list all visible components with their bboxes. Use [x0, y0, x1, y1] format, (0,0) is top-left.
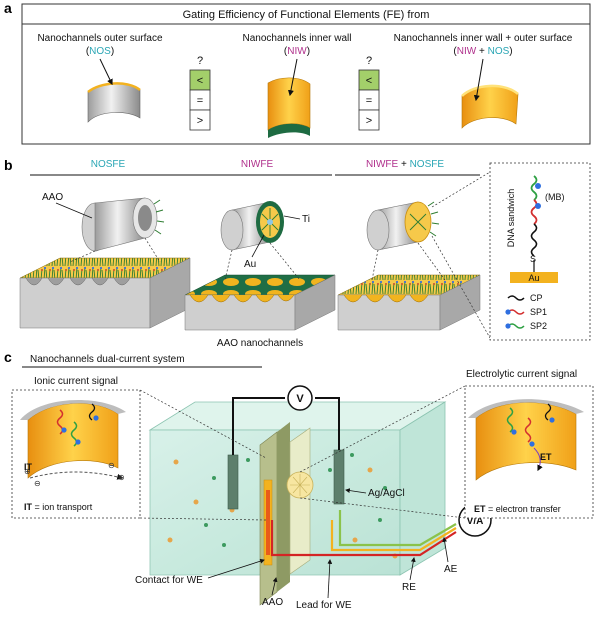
compare-box-2: ? < = >	[358, 55, 380, 131]
nosfe-tube	[81, 197, 165, 252]
electrochem-leads	[270, 510, 457, 557]
mb-label: (MB)	[545, 192, 565, 202]
panel-a-letter: a	[4, 0, 12, 16]
niwfe-tube	[220, 201, 284, 251]
ionic-connector-bottom	[139, 517, 267, 521]
et-short-label: ET	[540, 452, 552, 462]
nos-abbr: (NOS)	[86, 46, 114, 57]
niw-nos-abbr: (NIW + NOS)	[453, 46, 512, 57]
svg-text:⊕: ⊕	[118, 473, 125, 482]
niwfe-nosfe-tube	[366, 201, 440, 251]
v-circuit-wire	[232, 397, 340, 455]
au-arrow	[251, 234, 265, 258]
electrode-right	[333, 449, 345, 505]
electrode-membrane	[286, 427, 314, 575]
ionic-title: Ionic current signal	[34, 376, 118, 387]
inset-b-connector-bottom	[431, 235, 491, 339]
niw-nos-arrow	[473, 58, 484, 102]
panel-c-letter: c	[4, 349, 12, 365]
compare-1-lt: <	[197, 75, 203, 87]
va-meter-label: V/A	[467, 516, 484, 527]
niw-arrow	[287, 58, 298, 97]
niwfe-title: NIWFE	[241, 159, 274, 170]
dna-legend: CP SP1 SP2	[505, 293, 547, 331]
ae-label: AE	[444, 564, 458, 575]
re-label: RE	[402, 582, 416, 593]
legend-sp2: SP2	[530, 321, 547, 331]
panel-a-title-bar	[21, 3, 591, 25]
lead-we-arrow	[327, 559, 333, 599]
electrolytic-channel	[468, 399, 584, 481]
aao-membrane	[259, 422, 290, 606]
inset-b-connector-top	[431, 171, 491, 208]
voltmeter-label: V	[296, 393, 304, 405]
voltmeter	[287, 385, 313, 411]
aao-c-arrow	[271, 577, 278, 596]
ti-arrow	[283, 215, 301, 220]
electro-connector-top	[299, 385, 466, 473]
compare-1-gt: >	[197, 115, 203, 127]
niw-nos-tube	[461, 84, 519, 129]
ti-label: Ti	[302, 214, 310, 225]
niwfe-nosfe-title: NIWFE + NOSFE	[366, 159, 444, 170]
compare-box-1: ? < = >	[189, 55, 211, 131]
legend-sp1-swatch	[507, 309, 525, 315]
compare-1-question: ?	[197, 55, 203, 67]
dna-strands	[530, 175, 541, 272]
contact-we-arrow	[207, 558, 265, 579]
re-arrow	[409, 557, 416, 581]
niw-tube	[267, 77, 311, 138]
aao-label: AAO	[42, 192, 63, 203]
au-bar	[510, 272, 558, 283]
et-definition: ET = electron transfer	[474, 504, 561, 514]
electrode-left	[227, 454, 239, 510]
legend-cp-swatch	[507, 295, 525, 301]
aao-nanochannels-label: AAO nanochannels	[217, 338, 303, 349]
panel-c-title: Nanochannels dual-current system	[30, 354, 185, 365]
it-short-label: IT	[24, 462, 33, 472]
electrolytic-title: Electrolytic current signal	[466, 369, 577, 380]
it-definition: IT = ion transport	[24, 502, 93, 512]
legend-cp: CP	[530, 293, 543, 303]
legend-sp2-swatch	[507, 323, 525, 329]
panel-a-title: Gating Efficiency of Functional Elements…	[183, 9, 430, 21]
nosfe-title: NOSFE	[91, 159, 126, 170]
compare-2-gt: >	[366, 115, 372, 127]
aao-c-label: AAO	[262, 597, 283, 608]
svg-text:⊕: ⊕	[24, 467, 31, 476]
niw-nos-label: Nanochannels inner wall + outer surface	[394, 33, 573, 44]
nos-arrow	[99, 58, 113, 86]
aao-arrow	[55, 202, 93, 219]
niw-abbr: (NIW)	[284, 46, 310, 57]
svg-text:⊖: ⊖	[34, 479, 41, 488]
svg-text:⊖: ⊖	[108, 461, 115, 470]
panel-b-letter: b	[4, 157, 13, 173]
compare-2-lt: <	[366, 75, 372, 87]
nos-label: Nanochannels outer surface	[37, 33, 163, 44]
agagcl-arrow	[345, 488, 367, 494]
niw-label: Nanochannels inner wall	[243, 33, 352, 44]
compare-2-eq: =	[366, 95, 372, 107]
au-label: Au	[244, 259, 256, 270]
compare-1-eq: =	[197, 95, 203, 107]
niwfe-array	[184, 242, 336, 331]
lead-we-label: Lead for WE	[296, 600, 352, 611]
s-label: S	[530, 254, 536, 264]
au-bar-label: Au	[528, 273, 539, 283]
nos-tube	[87, 82, 141, 123]
legend-sp1: SP1	[530, 307, 547, 317]
compare-2-question: ?	[366, 55, 372, 67]
nosfe-array	[19, 237, 191, 329]
ae-arrow	[442, 537, 449, 563]
ionic-channel: ⊕ ⊖ ⊖ ⊕	[20, 400, 126, 488]
niwfe-nosfe-array	[337, 242, 481, 331]
contact-we-label: Contact for WE	[135, 575, 203, 586]
dna-sandwich-label: DNA sandwich	[506, 189, 516, 248]
agagcl-label: Ag/AgCl	[368, 488, 405, 499]
